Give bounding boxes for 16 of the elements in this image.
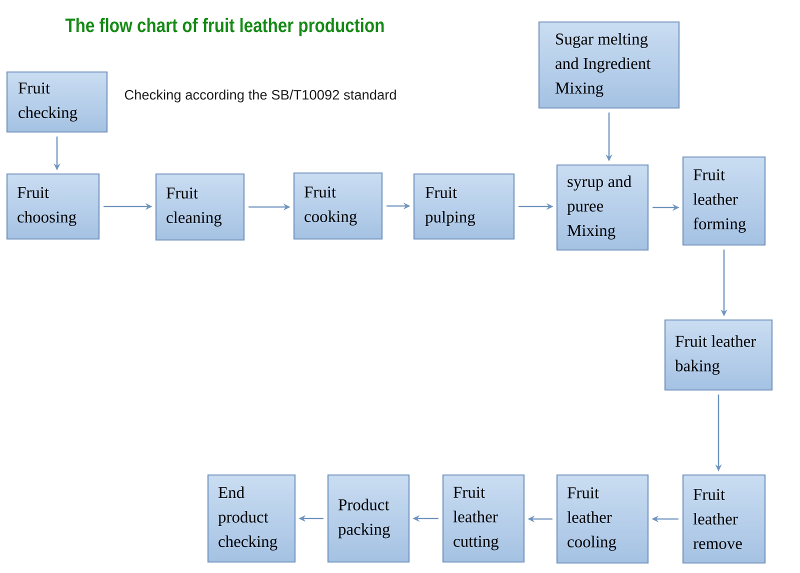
- process-box: Sugar melting and Ingredient Mixing: [538, 21, 680, 109]
- process-box: Fruit cleaning: [155, 173, 245, 241]
- process-box: Fruit leather cutting: [442, 474, 525, 563]
- process-box: Fruit leather baking: [664, 319, 773, 391]
- process-box: Fruit cooking: [293, 172, 383, 240]
- process-box: Fruit leather forming: [682, 156, 766, 246]
- title: The flow chart of fruit leather production: [65, 18, 384, 36]
- process-box: Fruit choosing: [6, 173, 100, 240]
- process-box: Fruit checking: [6, 71, 108, 133]
- process-box: Fruit leather cooling: [556, 474, 649, 564]
- process-box: End product checking: [207, 474, 296, 563]
- note-text: Checking according the SB/T10092 standard: [124, 90, 396, 102]
- process-box: Fruit leather remove: [682, 474, 766, 564]
- process-box: Product packing: [327, 474, 410, 563]
- process-box: Fruit pulping: [413, 173, 515, 240]
- process-box: syrup and puree Mixing: [556, 164, 649, 251]
